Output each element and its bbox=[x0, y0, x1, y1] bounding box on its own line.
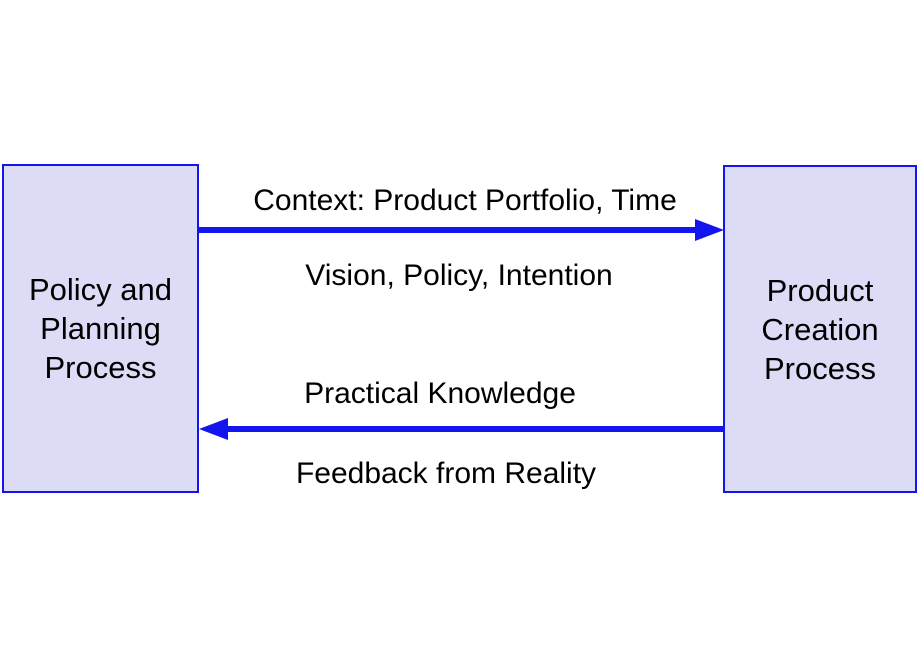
node-product-creation-process: Product Creation Process bbox=[723, 165, 917, 493]
node-policy-planning-label: Policy and Planning Process bbox=[28, 272, 173, 385]
node-policy-planning-process: Policy and Planning Process bbox=[2, 164, 199, 493]
return-flow-label-below: Feedback from Reality bbox=[295, 457, 597, 490]
node-product-creation-label: Product Creation Process bbox=[761, 272, 879, 386]
forward-flow-label-above: Context: Product Portfolio, Time bbox=[253, 184, 677, 217]
arrow-left-icon bbox=[199, 418, 724, 440]
return-flow-label-above: Practical Knowledge bbox=[304, 377, 576, 410]
arrow-right-icon bbox=[199, 219, 724, 241]
forward-flow-label-below: Vision, Policy, Intention bbox=[305, 259, 613, 292]
